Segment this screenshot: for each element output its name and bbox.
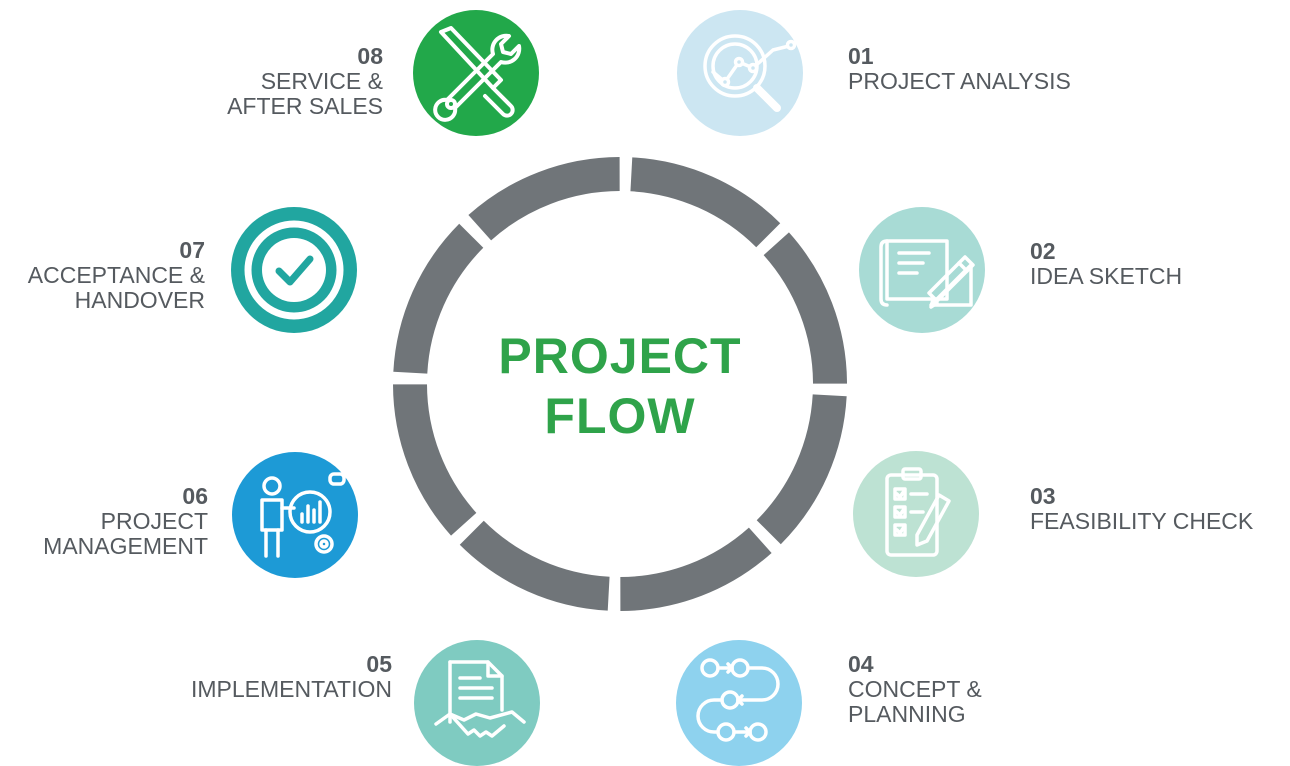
step-06-label: 06 PROJECT MANAGEMENT — [43, 484, 208, 559]
step-02-circle — [859, 207, 985, 333]
step-05-label: 05 IMPLEMENTATION — [191, 652, 392, 702]
ring-segment-8 — [468, 157, 620, 241]
step-03-number: 03 — [1030, 483, 1056, 509]
step-03-label: 03 FEASIBILITY CHECK — [1030, 484, 1253, 534]
step-01-number: 01 — [848, 43, 874, 69]
flow-path-icon — [696, 658, 780, 742]
checklist-clipboard-icon — [885, 467, 951, 557]
diagram-title: PROJECT FLOW — [430, 326, 810, 446]
step-04-text: CONCEPT & PLANNING — [848, 676, 982, 727]
blueprint-pencil-icon — [879, 239, 975, 309]
manager-presentation-icon — [260, 472, 346, 558]
step-04-label: 04 CONCEPT & PLANNING — [848, 652, 982, 727]
contract-handshake-icon — [434, 660, 526, 738]
magnifier-chart-icon — [703, 34, 797, 112]
step-06-text: PROJECT MANAGEMENT — [43, 508, 208, 559]
step-02-number: 02 — [1030, 238, 1056, 264]
step-01-circle — [677, 10, 803, 136]
title-line-1: PROJECT — [498, 328, 742, 384]
ring-segment-2 — [763, 232, 847, 384]
ring-segment-1 — [630, 157, 781, 248]
step-06-number: 06 — [182, 483, 208, 509]
ring-segment-6 — [393, 384, 477, 536]
step-01-label: 01 PROJECT ANALYSIS — [848, 44, 1071, 94]
step-06-circle — [232, 452, 358, 578]
step-08-label: 08 SERVICE & AFTER SALES — [227, 44, 383, 119]
step-05-circle — [414, 640, 540, 766]
title-line-2: FLOW — [544, 388, 696, 444]
ring-segment-4 — [620, 527, 772, 611]
step-08-text: SERVICE & AFTER SALES — [227, 68, 383, 119]
step-02-text: IDEA SKETCH — [1030, 263, 1183, 289]
step-03-circle — [853, 451, 979, 577]
step-07-label: 07 ACCEPTANCE & HANDOVER — [28, 238, 205, 313]
step-07-circle — [231, 207, 357, 333]
ring-segment-7 — [393, 223, 484, 374]
step-01-text: PROJECT ANALYSIS — [848, 68, 1071, 94]
step-04-circle — [676, 640, 802, 766]
step-04-number: 04 — [848, 651, 874, 677]
step-07-text: ACCEPTANCE & HANDOVER — [27, 262, 205, 313]
step-07-number: 07 — [179, 237, 205, 263]
ring-segment-5 — [459, 520, 610, 611]
ring-segment-3 — [756, 394, 847, 545]
check-circle-icon — [244, 220, 344, 320]
step-03-text: FEASIBILITY CHECK — [1030, 508, 1254, 534]
step-05-number: 05 — [366, 651, 392, 677]
tools-icon — [433, 26, 522, 122]
step-08-number: 08 — [357, 43, 383, 69]
step-02-label: 02 IDEA SKETCH — [1030, 239, 1182, 289]
step-08-circle — [413, 10, 539, 136]
step-05-text: IMPLEMENTATION — [190, 676, 392, 702]
